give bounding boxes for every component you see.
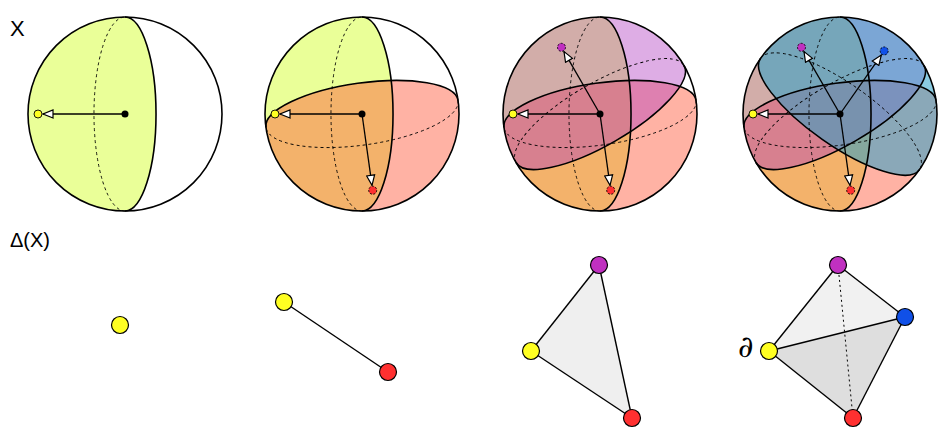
vertex (624, 410, 641, 427)
vertex (523, 343, 540, 360)
normal-arrow (840, 114, 850, 185)
simplex-edge (769, 265, 838, 351)
simplex-edge (531, 351, 632, 418)
normal-arrow (600, 114, 610, 185)
great-circle-back (740, 39, 924, 163)
center-dot (122, 111, 129, 118)
vertex (380, 364, 397, 381)
pole-dot (847, 186, 855, 194)
great-circle-front (600, 17, 631, 211)
vertex (591, 257, 608, 274)
sphere-outline (503, 17, 697, 211)
hemisphere-yellow (28, 17, 156, 211)
sphere-outline (743, 17, 937, 211)
sphere-outline (265, 17, 459, 211)
great-circle-front (743, 58, 920, 195)
vertex (761, 343, 778, 360)
center-dot (597, 111, 604, 118)
hemisphere-red (262, 70, 472, 224)
pole-dot (749, 110, 757, 118)
simplex-face (531, 265, 632, 418)
sphere-ground (28, 17, 222, 211)
normal-arrow (840, 55, 881, 114)
sphere (708, 0, 945, 224)
great-circle-front (840, 17, 871, 211)
great-circle-front (500, 70, 696, 128)
pole-dot (880, 47, 888, 55)
great-circle-front (516, 66, 700, 190)
normal-arrow (518, 113, 600, 114)
pole-dot (558, 43, 566, 51)
great-circle-front (756, 66, 940, 190)
sphere (468, 0, 710, 224)
complex-label: Δ(X) (10, 230, 50, 250)
simplex-edge (531, 265, 599, 351)
sphere-outline (28, 17, 222, 211)
normal-arrow (564, 52, 600, 114)
great-circle-front (262, 70, 458, 128)
pole-dot (34, 110, 42, 118)
pole-dot (798, 43, 806, 51)
normal-arrow (280, 113, 362, 114)
simplex-edge (769, 351, 853, 418)
center-dot (837, 111, 844, 118)
simplicial-complexes (112, 257, 914, 427)
center-dot (359, 111, 366, 118)
vertex (845, 410, 862, 427)
vertex (276, 294, 293, 311)
great-circle-back (761, 33, 938, 170)
hemisphere-blue (743, 0, 945, 195)
great-circle-back (500, 39, 684, 163)
pole-dot (607, 186, 615, 194)
boundary-symbol: ∂ (738, 332, 754, 362)
hidden-edge (838, 265, 853, 418)
normal-arrow (362, 114, 372, 185)
normal-arrow (804, 52, 840, 114)
space-label: X (10, 18, 25, 40)
simplex-face (769, 317, 905, 418)
hemisphere-purple (468, 0, 700, 189)
pole-dot (369, 186, 377, 194)
great-circle-front (125, 17, 156, 211)
pole-dot (509, 110, 517, 118)
simplex-edge (769, 317, 905, 351)
normal-arrow (43, 113, 125, 114)
vertex (897, 309, 914, 326)
simplex-edge (838, 265, 905, 317)
sphere (28, 17, 222, 211)
great-circle-front (740, 70, 936, 128)
normal-arrow (758, 113, 840, 114)
sphere (262, 17, 472, 224)
vertex (830, 257, 847, 274)
great-circle-front (362, 17, 393, 211)
vertex (112, 317, 129, 334)
simplex-edge (284, 302, 388, 372)
simplex-edge (599, 265, 632, 418)
pole-dot (271, 110, 279, 118)
simplex-edge (853, 317, 905, 418)
